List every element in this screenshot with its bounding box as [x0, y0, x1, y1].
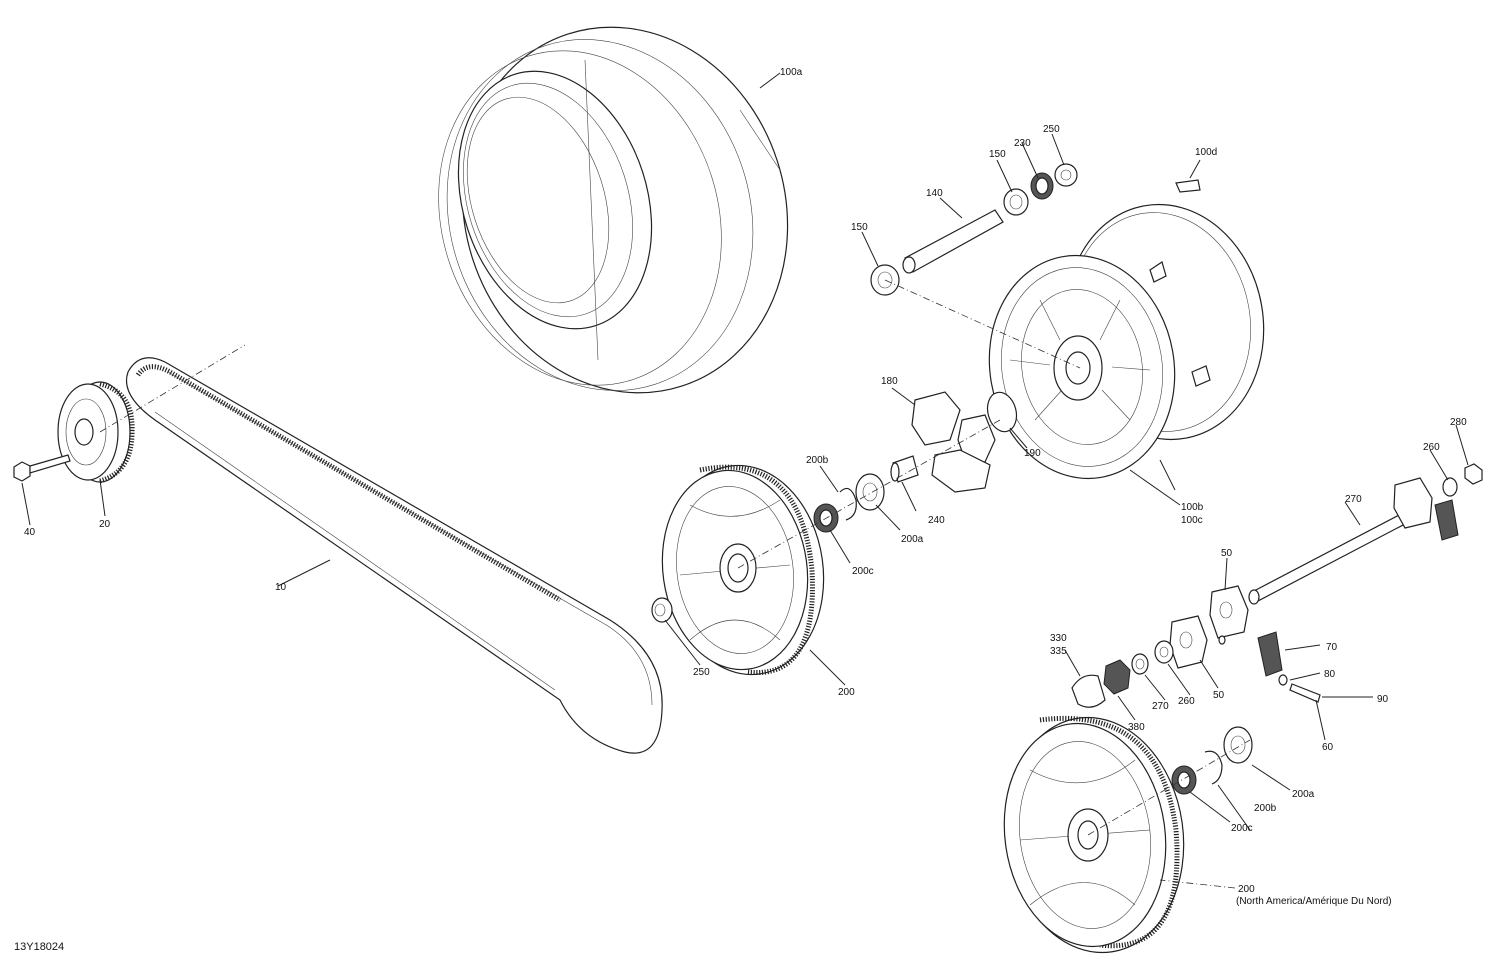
spacer-part[interactable] [1054, 163, 1078, 187]
callout-140: 140 [926, 188, 943, 199]
callout-200a-bottom: 200a [1292, 789, 1315, 800]
callout-180: 180 [881, 376, 898, 387]
drive-belt-part[interactable] [126, 357, 663, 754]
callout-260-washer: 260 [1178, 696, 1195, 707]
callout-200-top: 200 [838, 687, 855, 698]
callout-200b-top: 200b [806, 455, 829, 466]
callout-150-top: 150 [989, 149, 1006, 160]
seal-part[interactable] [1030, 172, 1054, 200]
bearing-part[interactable] [1223, 726, 1253, 764]
callout-80: 80 [1324, 669, 1336, 680]
bearing-part[interactable] [855, 473, 885, 511]
centerlines [99, 279, 1251, 836]
callout-280: 280 [1450, 417, 1467, 428]
washer-part[interactable] [1154, 640, 1174, 664]
callout-200-bottom: 200 [1238, 884, 1255, 895]
small-washer-part[interactable] [1218, 635, 1226, 645]
adjuster-plate-part[interactable] [1257, 631, 1283, 677]
spacer-part[interactable] [651, 597, 673, 623]
axle-nut-cap-part[interactable] [1071, 674, 1106, 708]
callout-250-top: 250 [1043, 124, 1060, 135]
pulley-bolt-part[interactable] [13, 454, 71, 482]
callout-190: 190 [1024, 448, 1041, 459]
seal-part[interactable] [1171, 765, 1197, 795]
callout-100a: 100a [780, 67, 803, 78]
axle-tube-part[interactable] [902, 209, 1004, 274]
adjuster-bolt-part[interactable] [1289, 683, 1321, 703]
callout-100d: 100d [1195, 147, 1217, 158]
cush-drive-part[interactable] [911, 391, 996, 493]
callout-10: 10 [275, 582, 287, 593]
callout-200c-bottom: 200c [1231, 823, 1253, 834]
circlip-part[interactable] [1204, 750, 1223, 785]
washer-part[interactable] [1442, 477, 1458, 497]
axle-adjuster-block-part[interactable] [1393, 477, 1433, 529]
callout-230: 230 [1014, 138, 1031, 149]
driven-sprocket-part[interactable] [650, 455, 837, 685]
wheel-rim-part[interactable] [972, 189, 1282, 493]
callout-380: 380 [1128, 722, 1145, 733]
sleeve-part[interactable] [890, 455, 919, 483]
valve-cap-part[interactable] [1175, 179, 1201, 193]
callout-250-bottom: 250 [693, 667, 710, 678]
tire-part[interactable] [396, 0, 834, 435]
drive-pulley-part[interactable] [57, 381, 135, 484]
o-ring-part[interactable] [983, 389, 1020, 435]
callout-70: 70 [1326, 642, 1338, 653]
callout-335: 335 [1050, 646, 1067, 657]
bearing-block-part[interactable] [1209, 585, 1249, 639]
circlip-part[interactable] [839, 487, 857, 521]
callout-200a-top: 200a [901, 534, 924, 545]
axle-nut-part[interactable] [1103, 659, 1131, 695]
callout-60: 60 [1322, 742, 1334, 753]
callout-50-upper: 50 [1221, 548, 1233, 559]
nut-part[interactable] [1464, 463, 1483, 485]
callout-270-washer: 270 [1152, 701, 1169, 712]
callout-90: 90 [1377, 694, 1389, 705]
bearing-part[interactable] [1003, 188, 1029, 216]
callout-labels: 100a 100d 250 230 150 140 150 180 190 20… [24, 67, 1467, 907]
drawing-reference-number: 13Y18024 [14, 941, 64, 953]
callout-40: 40 [24, 527, 36, 538]
callout-100c: 100c [1181, 515, 1203, 526]
callout-20: 20 [99, 519, 111, 530]
callout-100b: 100b [1181, 502, 1204, 513]
callout-200b-bottom: 200b [1254, 803, 1277, 814]
washer-part[interactable] [1131, 653, 1149, 675]
callout-270-axle: 270 [1345, 494, 1362, 505]
callout-330: 330 [1050, 633, 1067, 644]
rear-axle-part[interactable] [1248, 503, 1425, 605]
adjuster-cover-part[interactable] [1434, 499, 1459, 541]
callout-200-bottom-note: (North America/Amérique Du Nord) [1236, 896, 1392, 907]
callout-200c-top: 200c [852, 566, 874, 577]
driven-sprocket-na-part[interactable] [990, 706, 1198, 964]
callout-240: 240 [928, 515, 945, 526]
bearing-block-part[interactable] [1169, 615, 1208, 669]
washer-part[interactable] [1278, 674, 1288, 686]
leader-lines [21, 72, 1469, 889]
callout-50-lower: 50 [1213, 690, 1225, 701]
callout-150: 150 [851, 222, 868, 233]
callout-260-right: 260 [1423, 442, 1440, 453]
